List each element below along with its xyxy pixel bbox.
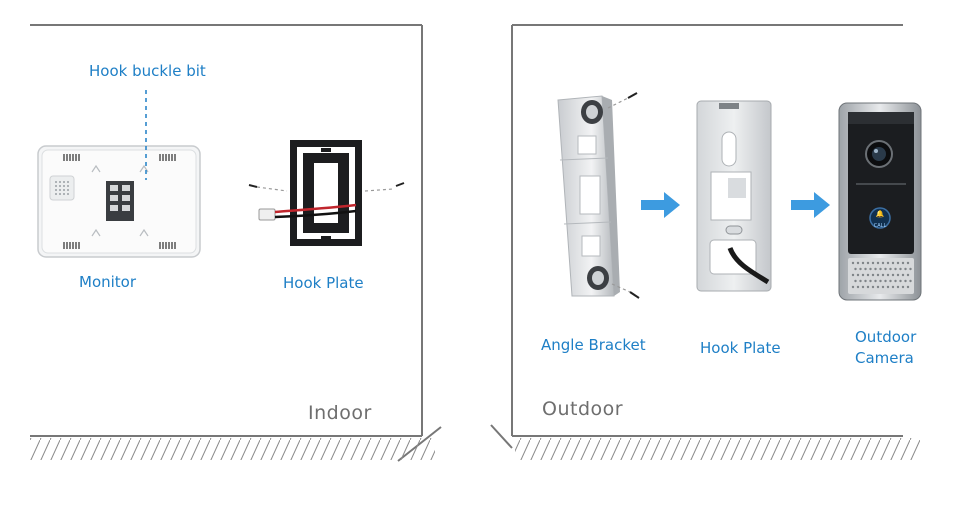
outdoor-camera-label-line1: Outdoor	[855, 328, 917, 346]
speaker-grill-dot	[859, 279, 862, 283]
speaker-grill-dot	[859, 267, 862, 271]
arrow-right-icon	[791, 192, 830, 218]
arrow-right-icon	[641, 192, 680, 218]
indoor-wall	[30, 24, 442, 462]
outdoor-hook-plate-label: Hook Plate	[700, 339, 781, 357]
speaker-grill-dot	[854, 279, 857, 283]
outdoor-wall	[490, 24, 903, 449]
speaker-grill-dot	[866, 261, 870, 265]
speaker-grill-dot	[906, 261, 910, 265]
speaker-grill-dot	[874, 279, 877, 283]
speaker-grill-dot	[889, 279, 892, 283]
speaker-grill-dot	[861, 261, 865, 265]
indoor-hook-plate-label: Hook Plate	[283, 274, 364, 292]
speaker-grill-dot	[871, 273, 875, 277]
speaker-grill-dot	[879, 267, 882, 271]
speaker-grill-dot	[894, 267, 897, 271]
speaker-grill-dot	[851, 261, 855, 265]
outdoor-camera-image: 🔔 CALL	[838, 102, 922, 301]
speaker-grill-dot	[901, 273, 905, 277]
speaker-grill-dot	[884, 279, 887, 283]
speaker-grill-dot	[896, 261, 900, 265]
speaker-grill-dot	[891, 285, 895, 289]
speaker-grill-dot	[884, 267, 887, 271]
speaker-grill-dot	[864, 279, 867, 283]
speaker-grill-dot	[891, 273, 895, 277]
speaker-grill-dot	[876, 285, 880, 289]
hook-buckle-label: Hook buckle bit	[89, 62, 206, 80]
speaker-grill-dot	[891, 261, 895, 265]
speaker-grill-dot	[906, 285, 910, 289]
speaker-grill-dot	[899, 279, 902, 283]
speaker-grill-dot	[896, 273, 900, 277]
outdoor-hook-plate-image	[696, 100, 772, 292]
speaker-grill-dot	[866, 273, 870, 277]
speaker-grill-dot	[856, 273, 860, 277]
angle-bracket-label: Angle Bracket	[541, 336, 646, 354]
speaker-grill-dot	[866, 285, 870, 289]
outdoor-room-label: Outdoor	[542, 398, 624, 420]
speaker-grill-dot	[856, 261, 860, 265]
speaker-grill-dot	[876, 273, 880, 277]
speaker-grill-dot	[906, 273, 910, 277]
speaker-grill-dot	[886, 261, 890, 265]
speaker-grill-dot	[901, 285, 905, 289]
speaker-grill-dot	[851, 285, 855, 289]
indoor-hook-plate-image	[248, 140, 405, 246]
speaker-grill-dot	[889, 267, 892, 271]
speaker-grill-dot	[869, 267, 872, 271]
speaker-grill-dot	[854, 267, 857, 271]
speaker-grill-dot	[851, 273, 855, 277]
outdoor-camera-label-line2: Camera	[855, 349, 914, 367]
speaker-grill-dot	[909, 279, 912, 283]
speaker-grill-dot	[886, 285, 890, 289]
monitor-label: Monitor	[79, 273, 137, 291]
call-button-text: CALL	[874, 223, 887, 229]
speaker-grill-dot	[881, 261, 885, 265]
speaker-grill-dot	[861, 285, 865, 289]
speaker-grill-dot	[876, 261, 880, 265]
indoor-room-label: Indoor	[308, 402, 372, 424]
speaker-grill-dot	[881, 273, 885, 277]
speaker-grill-dot	[869, 279, 872, 283]
speaker-grill-dot	[899, 267, 902, 271]
speaker-grill-dot	[861, 273, 865, 277]
speaker-grill-dot	[901, 261, 905, 265]
speaker-grill-dot	[886, 273, 890, 277]
speaker-grill-dot	[874, 267, 877, 271]
speaker-grill-dot	[894, 279, 897, 283]
speaker-grill-dot	[864, 267, 867, 271]
speaker-grill-dot	[856, 285, 860, 289]
speaker-grill-dot	[896, 285, 900, 289]
outdoor-ground-hatch	[515, 438, 920, 460]
speaker-grill-dot	[909, 267, 912, 271]
speaker-grill-dot	[881, 285, 885, 289]
speaker-grill-dot	[871, 261, 875, 265]
speaker-grill-dot	[871, 285, 875, 289]
svg-text:🔔: 🔔	[876, 209, 885, 218]
speaker-grill-dot	[904, 279, 907, 283]
speaker-grill-dot	[904, 267, 907, 271]
monitor-image	[37, 145, 201, 258]
angle-bracket-image	[557, 92, 640, 299]
indoor-ground-hatch	[30, 438, 435, 460]
speaker-grill-dot	[879, 279, 882, 283]
